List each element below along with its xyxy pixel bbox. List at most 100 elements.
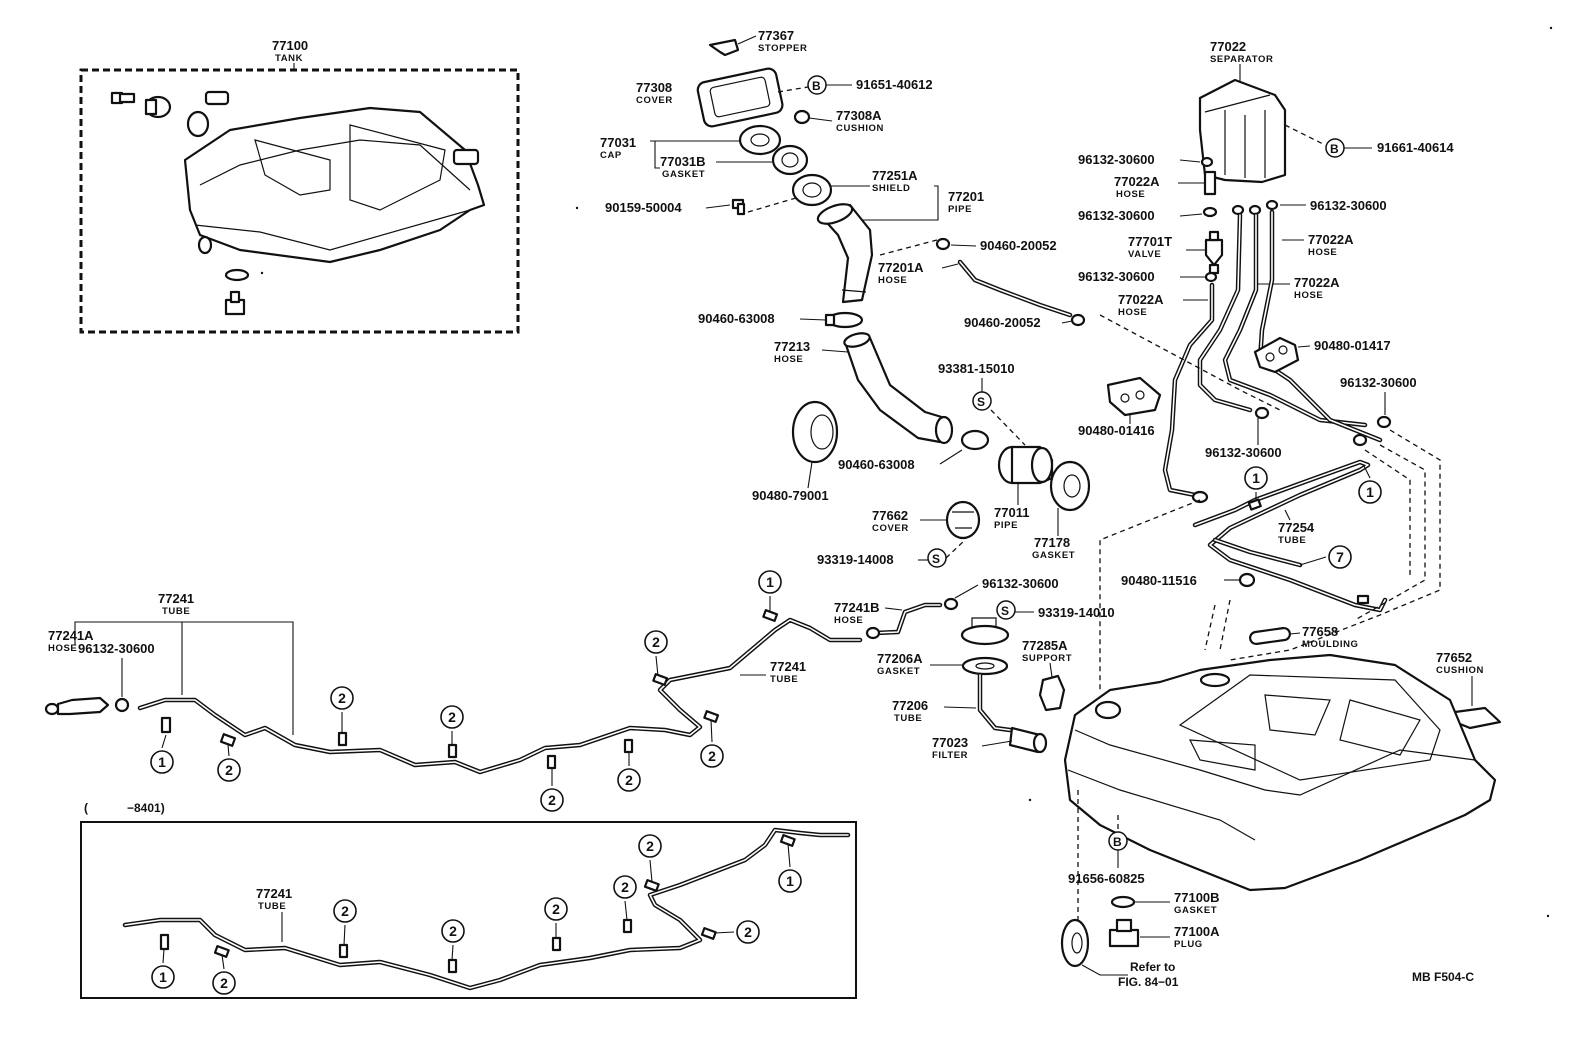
- short-hose: [1203, 170, 1217, 196]
- part-77308A-number: 77308A: [836, 108, 882, 123]
- part-77254-number: 77254: [1278, 520, 1315, 535]
- part-77367-name: STOPPER: [758, 43, 807, 54]
- part-77241b-number: 77241: [770, 659, 806, 674]
- marker-b-letter-2: B: [1330, 142, 1339, 156]
- part-90460-63008a-number: 90460-63008: [698, 311, 775, 326]
- part-77308A-name: CUSHION: [836, 123, 884, 134]
- circled-callout-number: 2: [225, 762, 233, 778]
- separator-group: 77022 SEPARATOR B 91661-40614 96132-3060…: [1078, 39, 1502, 730]
- circled-callout-leader: [655, 655, 659, 677]
- cover-cushion: [793, 109, 811, 125]
- circled-callout-number: 2: [708, 748, 716, 764]
- part-91651-40612-number: 91651-40612: [856, 77, 933, 92]
- drain-plug-lower: [224, 290, 246, 316]
- hose-clamp-lower: [960, 429, 990, 451]
- part-77011-number: 77011: [994, 505, 1029, 520]
- filler-door-cover: [696, 67, 784, 128]
- part-77251A-name: SHIELD: [872, 183, 910, 194]
- circled-callout-number: 1: [786, 873, 794, 889]
- circled-callout-number: 1: [158, 754, 166, 770]
- part-90460-63008b-number: 90460-63008: [838, 457, 915, 472]
- sender-ring-refer: [1060, 918, 1090, 968]
- circled-callout-number: 2: [646, 838, 654, 854]
- circled-callout-leader: [714, 931, 735, 934]
- circled-callout-ring: [441, 919, 465, 943]
- marker-b-letter: B: [812, 79, 821, 93]
- filler-screw: [731, 198, 746, 216]
- circled-callout-leader: [1363, 465, 1371, 479]
- part-77285A-name: SUPPORT: [1022, 653, 1072, 664]
- circled-callout-ring: [613, 875, 637, 899]
- part-77241c-name: TUBE: [258, 901, 286, 912]
- check-valve: [1204, 230, 1224, 275]
- part-77701T-number: 77701T: [1128, 234, 1172, 249]
- circled-callout-number: 2: [552, 901, 560, 917]
- part-77201-name: PIPE: [948, 204, 972, 215]
- part-93319-14010-number: 93319-14010: [1038, 605, 1115, 620]
- circled-callout-leader: [1299, 556, 1327, 566]
- part-77241b-name: TUBE: [770, 674, 798, 685]
- circled-callout-leader: [161, 734, 167, 749]
- part-77022A-3-number: 77022A: [1294, 275, 1340, 290]
- part-77178-name: GASKET: [1032, 550, 1075, 561]
- part-77662-number: 77662: [872, 508, 908, 523]
- circled-callout-number: 2: [548, 792, 556, 808]
- part-90159-50004-number: 90159-50004: [605, 200, 682, 215]
- part-96132-left-number: 96132-30600: [78, 641, 155, 656]
- circled-callout-ring: [440, 705, 464, 729]
- inlet-cover: [945, 500, 981, 540]
- part-77031B-number: 77031B: [660, 154, 706, 169]
- circled-callout-leader: [343, 924, 346, 946]
- sender-gasket: [961, 656, 1009, 676]
- part-77100A-number: 77100A: [1174, 924, 1220, 939]
- circled-callout-ring: [540, 788, 564, 812]
- part-93319-14008-number: 93319-14008: [817, 552, 894, 567]
- tank-cushion: [1453, 706, 1502, 730]
- part-77206A-name: GASKET: [877, 666, 920, 677]
- circled-callout-number: 1: [1366, 484, 1374, 500]
- part-77213-number: 77213: [774, 339, 810, 354]
- circled-callout-number: 2: [220, 975, 228, 991]
- circled-callout-number: 1: [1252, 470, 1260, 486]
- circled-callout-leader: [227, 744, 230, 757]
- part-77178-number: 77178: [1034, 535, 1070, 550]
- part-77022-name: SEPARATOR: [1210, 54, 1273, 65]
- circled-callout-ring: [151, 965, 175, 989]
- part-77241B-name: HOSE: [834, 615, 863, 626]
- sender-fitting: [144, 95, 172, 119]
- cushion-pad-right: [452, 148, 480, 166]
- diagram-code: MB F504-C: [1412, 970, 1474, 984]
- inlet-pipe: [997, 445, 1054, 485]
- part-96132-s6-number: 96132-30600: [1205, 445, 1282, 460]
- circled-callout-number: 2: [338, 690, 346, 706]
- filler-group: 77367 STOPPER 77308 COVER B 91651-40612 …: [600, 28, 1091, 568]
- part-77100A-name: PLUG: [1174, 939, 1203, 950]
- circled-callout-ring: [758, 570, 782, 594]
- tank-assembly-box: 77100 TANK: [79, 38, 520, 334]
- marker-s-circle-1: [972, 391, 992, 411]
- part-77023-name: FILTER: [932, 750, 968, 761]
- marker-s-letter-3: S: [1001, 604, 1009, 618]
- circled-callout-number: 2: [625, 772, 633, 788]
- part-77213-name: HOSE: [774, 354, 803, 365]
- part-77201A-name: HOSE: [878, 275, 907, 286]
- circled-callout-ring: [217, 758, 241, 782]
- part-77022A-1-number: 77022A: [1114, 174, 1160, 189]
- main-fuel-tank: [1063, 653, 1497, 892]
- part-77254-name: TUBE: [1278, 535, 1306, 546]
- circled-callout-ring: [617, 768, 641, 792]
- part-93381-15010-number: 93381-15010: [938, 361, 1015, 376]
- part-77367-number: 77367: [758, 28, 794, 43]
- part-77662-name: COVER: [872, 523, 909, 534]
- marker-s-letter-1: S: [977, 395, 985, 409]
- filler-pipe: [818, 203, 874, 304]
- circled-callout-number: 2: [449, 923, 457, 939]
- drain-plug-a: [1108, 918, 1140, 948]
- circled-callout-number: 2: [652, 634, 660, 650]
- part-77022A-3-name: HOSE: [1294, 290, 1323, 301]
- circled-callout-ring: [1358, 480, 1382, 504]
- part-96132-s5-number: 96132-30600: [1340, 375, 1417, 390]
- drain-plug-upper: [110, 91, 136, 105]
- filler-hose: [844, 336, 947, 444]
